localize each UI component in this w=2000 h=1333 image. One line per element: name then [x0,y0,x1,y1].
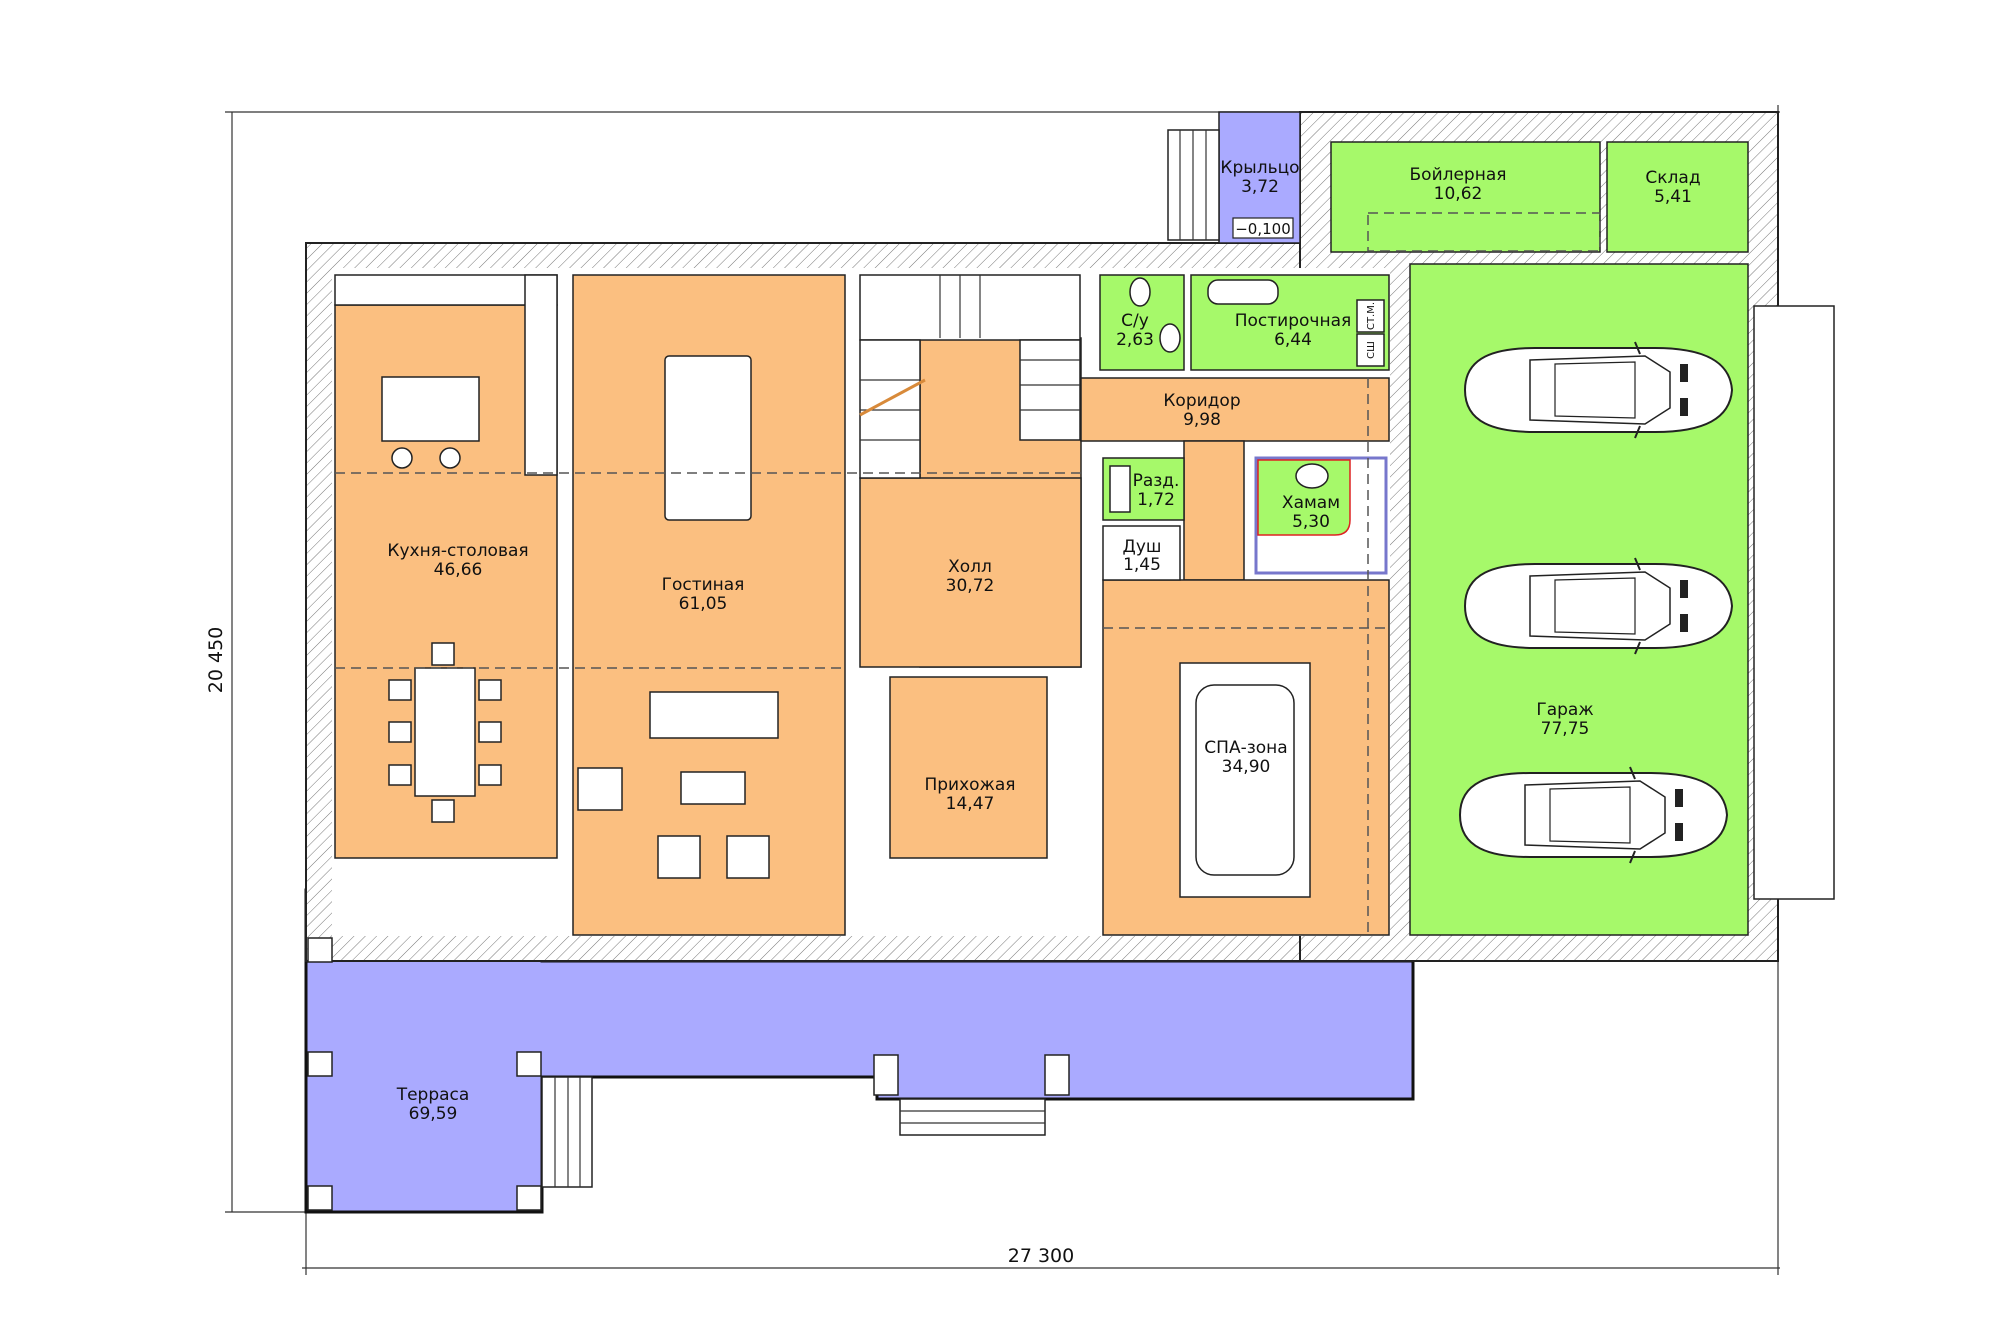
wc-name: С/у [1121,311,1149,331]
room-corridor[interactable] [1080,377,1390,442]
level-mark: −0,100 [1235,220,1291,238]
spa-name: СПА-зона [1204,738,1287,758]
garage-name: Гараж [1536,700,1593,720]
kitchen-area: 46,66 [434,560,483,580]
boiler-name: Бойлерная [1410,165,1507,185]
spa-area: 34,90 [1222,757,1271,777]
room-storage[interactable] [1606,141,1749,253]
garage-area: 77,75 [1541,719,1590,739]
living-furniture [577,355,779,879]
terrace-name: Терраса [396,1085,470,1105]
spa-furniture [1179,662,1311,898]
room-shower[interactable] [1102,525,1181,581]
wc-area: 2,63 [1116,330,1154,350]
hall-name: Холл [948,557,992,577]
porch-steps [1167,129,1220,241]
storage-area: 5,41 [1654,187,1692,207]
car-2 [1464,557,1733,655]
terrace-posts [307,937,1070,1211]
car-3 [1459,766,1728,864]
shower-area: 1,45 [1123,555,1161,575]
corridor-area: 9,98 [1183,410,1221,430]
porch-name: Крыльцо [1220,158,1299,178]
changing-name: Разд. [1133,471,1180,491]
terrace-area-label: 69,59 [409,1104,458,1124]
room-boiler[interactable] [1330,141,1601,253]
washer-label: СТ.М. [1366,302,1377,330]
main-staircase [859,274,1081,479]
terrace-steps [541,1076,1046,1188]
width-dimension-label: 27 300 [1008,1245,1074,1267]
living-area: 61,05 [679,594,728,614]
hammam-name: Хамам [1282,493,1340,513]
car-1 [1464,341,1733,439]
shower-name: Душ [1123,537,1162,557]
changing-area: 1,72 [1137,490,1175,510]
hall-area: 30,72 [946,576,995,596]
level-mark-box [1232,217,1294,239]
storage-name: Склад [1645,168,1700,188]
laundry-area: 6,44 [1274,330,1312,350]
height-dimension-label: 20 450 [205,627,227,693]
garage-ramp [1753,305,1835,900]
dryer-label: СШ [1366,341,1377,359]
room-entry[interactable] [889,676,1048,859]
kitchen-name: Кухня-столовая [387,541,528,561]
room-hall-lower [859,477,1082,668]
entry-name: Прихожая [924,775,1015,795]
corridor-passage [1183,440,1245,581]
living-name: Гостиная [662,575,745,595]
hammam-area: 5,30 [1292,512,1330,532]
laundry-name: Постирочная [1235,311,1351,331]
dimension-width: 27 300 [302,105,1780,1275]
entry-area: 14,47 [946,794,995,814]
room-labels: Кухня-столовая 46,66 Гостиная 61,05 Холл… [387,158,1700,1124]
boiler-area: 10,62 [1434,184,1483,204]
boiler-dashed [1367,212,1601,252]
porch-area: 3,72 [1241,177,1279,197]
corridor-name: Коридор [1163,391,1240,411]
bathroom-fixtures: СТ.М. СШ [1109,277,1385,513]
kitchen-furniture [334,274,558,823]
